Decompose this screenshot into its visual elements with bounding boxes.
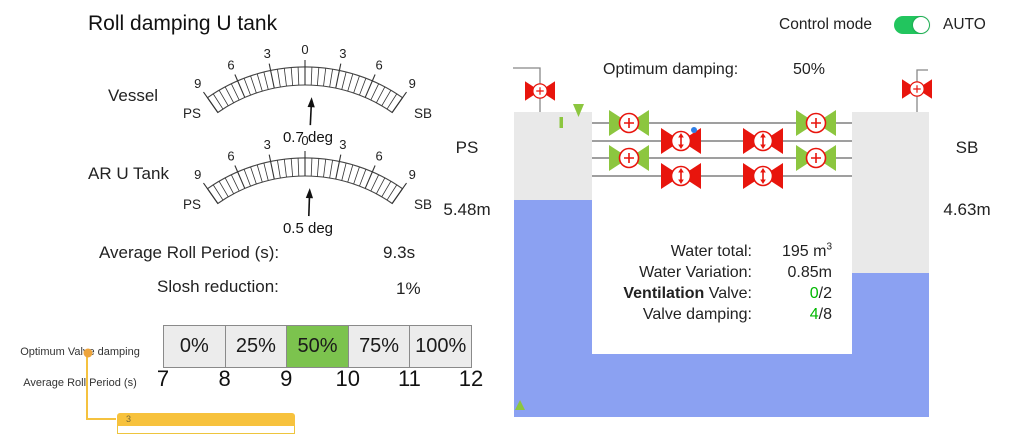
tank-info-values: 195 m3 0.85m 0/2 4/8 [775,241,832,325]
valve-closed-icon-4[interactable] [743,163,783,189]
tooltip-body [117,426,295,434]
blue-dot-marker [691,127,697,133]
valve-open-icon-2[interactable] [796,110,836,136]
svg-text:9: 9 [409,167,416,182]
svg-text:3: 3 [264,46,271,61]
gauge-value-label: 0.5 deg [283,220,333,237]
gauge-sb-label: SB [414,106,432,121]
damping-option-0[interactable]: 0% [164,326,226,367]
gauge-sb-label: SB [414,197,432,212]
optimum-valve-damping-label: Optimum Valve damping [20,346,140,358]
toggle-knob-icon [913,17,929,33]
valve-open-icon-1[interactable] [609,110,649,136]
port-level-value: 5.48m [443,200,491,219]
port-tank-water [514,200,592,417]
axis-tick-12: 12 [458,366,484,391]
roll-period-value: 9.3s [383,243,416,262]
damping-option-75[interactable]: 75% [348,326,411,367]
valve-damping-label: Valve damping: [642,306,752,323]
damping-option-table: 0% 25% 50% 75% 100% [163,325,472,368]
port-side-label: PS [455,138,479,157]
valve-closed-icon-3[interactable] [661,163,701,189]
svg-text:6: 6 [227,148,234,163]
starboard-vent-valve-icon[interactable] [902,79,932,99]
starboard-level-value: 4.63m [943,200,991,219]
optimum-damping-label: Optimum damping: [603,61,739,78]
tank-info-labels: Water total: Water Variation: Ventilatio… [552,241,752,325]
svg-text:0: 0 [301,133,308,148]
gauge-vessel-label: Vessel [108,86,159,105]
port-vent-pipe [513,67,541,112]
valve-damping-value: 4/8 [809,306,832,323]
ventilation-valve-label: Ventilation Valve: [623,285,752,302]
svg-text:6: 6 [375,148,382,163]
port-vent-valve-icon[interactable] [525,81,555,101]
gauge-svg: 9 6 3 0 3 6 9PS SB 0.7 deg [183,42,432,146]
axis-tick-11: 11 [397,366,421,391]
axis-tick-9: 9 [280,366,293,391]
gauge-value-label: 0.7 deg [283,129,333,146]
tooltip-value: 3 [126,414,132,424]
slosh-reduction-label: Slosh reduction: [157,277,279,296]
svg-text:9: 9 [194,76,201,91]
tooltip-header: 3 [117,413,295,426]
starboard-vent-pipe [916,69,928,112]
gauge-svg: 9 6 3 0 3 6 9PS SB 0.5 deg [183,133,432,237]
control-mode-toggle[interactable] [894,16,930,34]
gauge-ps-label: PS [183,197,201,212]
svg-text:6: 6 [227,57,234,72]
gauge-needle [309,105,313,126]
starboard-tank-water [852,273,929,417]
roll-period-axis: 7 8 9 10 11 12 [157,366,483,394]
gauge-needle [308,196,311,217]
svg-text:0: 0 [301,42,308,57]
starboard-side-label: SB [955,138,979,157]
water-variation-value: 0.85m [787,264,832,281]
axis-tick-7: 7 [156,366,170,391]
gauge-ar-u-tank-label: AR U Tank [88,164,169,183]
water-total-label: Water total: [670,243,752,260]
ventilation-valve-value: 0/2 [809,285,832,302]
svg-text:3: 3 [339,46,346,61]
roll-period-label: Average Roll Period (s): [99,243,280,262]
axis-tick-10: 10 [335,366,361,391]
water-variation-label: Water Variation: [639,264,752,281]
svg-text:9: 9 [409,76,416,91]
valve-closed-icon-2[interactable] [743,128,783,154]
svg-text:9: 9 [194,167,201,182]
bottom-duct-water [592,354,852,417]
axis-tick-8: 8 [218,366,231,391]
damping-option-100[interactable]: 100% [410,326,471,367]
page-title: Roll damping U tank [88,12,278,35]
control-mode-label: Control mode [779,16,873,33]
gauge-ps-label: PS [183,106,201,121]
damping-option-25[interactable]: 25% [225,326,288,367]
svg-text:6: 6 [375,57,382,72]
roll-period-axis-label: Average Roll Period (s) [23,377,137,389]
control-mode-state: AUTO [943,16,986,33]
svg-text:3: 3 [339,137,346,152]
water-total-value: 195 m3 [781,241,832,260]
svg-text:3: 3 [264,137,271,152]
slosh-reduction-value: 1% [396,279,421,298]
valve-open-icon-3[interactable] [609,145,649,171]
valve-open-icon-4[interactable] [796,145,836,171]
optimum-damping-value: 50% [793,61,826,78]
damping-option-50-selected[interactable]: 50% [287,326,349,367]
valve-closed-icon-1[interactable] [661,128,701,154]
